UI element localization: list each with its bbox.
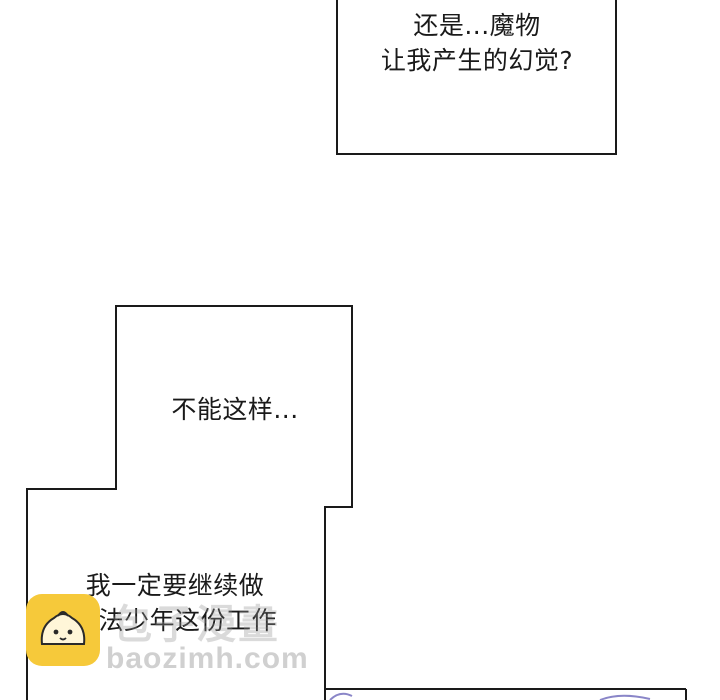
caption-line: 魔法少年这份工作: [72, 606, 277, 635]
caption-line: 不能这样...: [171, 395, 299, 424]
bun-logo-icon: [26, 594, 100, 666]
watermark-url: baozimh.com: [106, 642, 309, 675]
caption-text-top: 还是...魔物 让我产生的幻觉?: [338, 8, 616, 78]
watermark-brand: 包子漫畫: [112, 602, 280, 648]
caption-box-stepped: [26, 305, 353, 700]
caption-line: 让我产生的幻觉?: [380, 46, 574, 75]
next-panel-edge: [326, 688, 687, 700]
caption-line: 我一定要继续做: [85, 571, 265, 600]
caption-text-middle: 不能这样...: [150, 392, 320, 427]
watermark: 包子漫畫 baozimh.com: [22, 590, 322, 680]
caption-box-top: [336, 0, 617, 155]
caption-text-bottom: 我一定要继续做 魔法少年这份工作: [30, 568, 320, 638]
caption-line: 还是...魔物: [413, 11, 541, 40]
